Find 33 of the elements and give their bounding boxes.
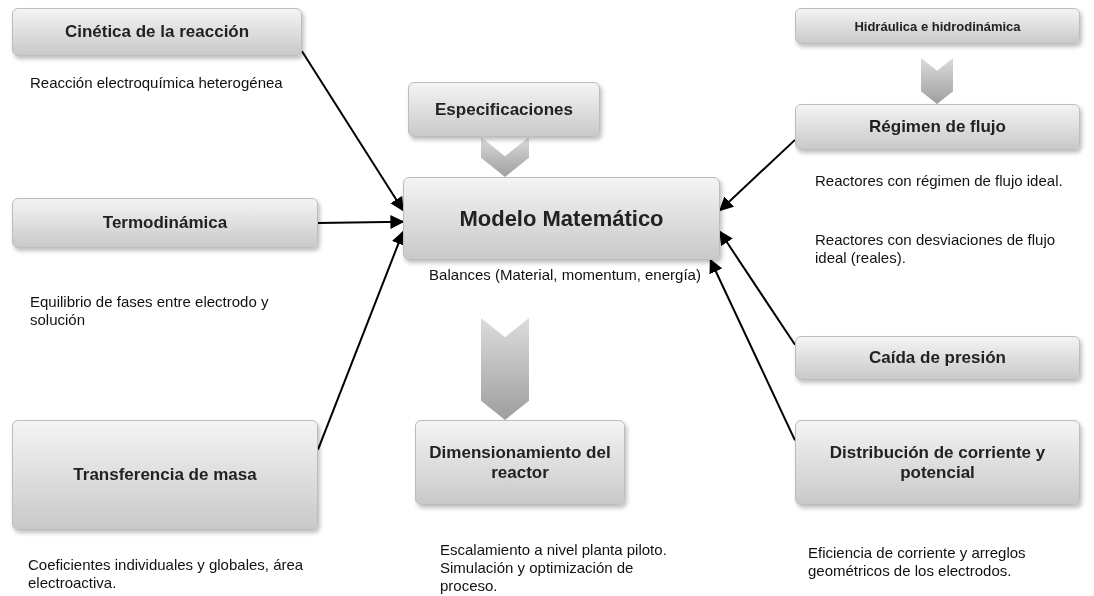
process-box bbox=[795, 8, 1080, 44]
node-note: Eficiencia de corriente y arreglos geométricos de los electrodos. bbox=[808, 544, 1027, 580]
process-box bbox=[12, 420, 318, 530]
process-box bbox=[795, 420, 1080, 505]
node-label: Distribución de corriente y potencial bbox=[828, 442, 1047, 483]
node-note: Reactores con régimen de flujo ideal. bbox=[815, 172, 1064, 190]
chevron-arrow bbox=[921, 58, 953, 104]
node-label: Dimensionamiento del reactor bbox=[428, 442, 612, 483]
arrow bbox=[709, 258, 796, 442]
arrow bbox=[317, 215, 405, 229]
chevron-arrow bbox=[481, 137, 529, 177]
node-note: Equilibrio de fases entre electrodo y solución bbox=[30, 293, 270, 329]
node-note: Reactores con desviaciones de flujo ideal (reales). bbox=[815, 231, 1057, 267]
process-box bbox=[795, 336, 1080, 380]
node-note: Reacción electroquímica heterogénea bbox=[30, 74, 284, 92]
arrow bbox=[317, 230, 405, 451]
arrow bbox=[719, 230, 796, 346]
node-label: Transferencia de masa bbox=[73, 465, 257, 485]
node-label: Especificaciones bbox=[435, 99, 573, 120]
node-note: Escalamiento a nivel planta piloto. Simulación y optimización de proceso. bbox=[440, 541, 668, 595]
node-label: Modelo Matemático bbox=[459, 205, 664, 232]
process-box bbox=[12, 198, 318, 248]
arrow bbox=[301, 50, 404, 212]
node-note: Balances (Material, momentum, energía) bbox=[428, 266, 702, 284]
node-label: Caída de presión bbox=[869, 348, 1006, 368]
node-label: Cinética de la reacción bbox=[64, 22, 250, 42]
process-box bbox=[12, 8, 302, 56]
node-label: Hidráulica e hidrodinámica bbox=[854, 18, 1021, 34]
node-label: Termodinámica bbox=[102, 213, 228, 233]
node-note: Coeficientes individuales y globales, área electroactiva. bbox=[28, 556, 305, 592]
chevron-arrow bbox=[481, 318, 529, 420]
arrow bbox=[719, 138, 796, 212]
node-label: Régimen de flujo bbox=[869, 117, 1006, 137]
